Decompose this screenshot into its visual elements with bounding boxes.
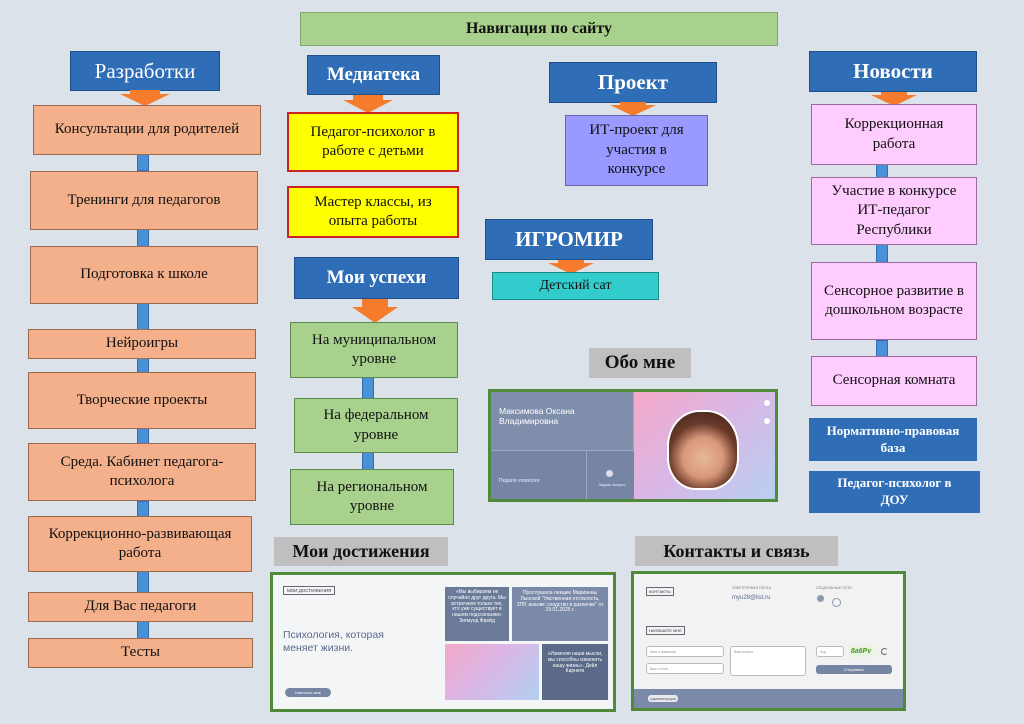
connector [362, 452, 374, 470]
link-municipal[interactable]: На муниципальном уровне [290, 322, 458, 378]
dot-icon [764, 400, 770, 406]
arrow-down-icon [610, 102, 656, 116]
avatar [667, 410, 739, 490]
arrow-down-icon [548, 260, 594, 274]
link-pedagog-dou[interactable]: Педагог-психолог в ДОУ [809, 471, 980, 513]
label-dostizheniya: Мои достижения [274, 537, 448, 566]
header-novosti[interactable]: Новости [809, 51, 977, 92]
refresh-icon[interactable] [881, 648, 888, 655]
link-podgotovka[interactable]: Подготовка к школе [30, 246, 258, 304]
header-razrabotki[interactable]: Разработки [70, 51, 220, 91]
email-label: ЭЛЕКТРОННАЯ ПОЧТА [732, 586, 771, 590]
obo-mne-screenshot[interactable]: Максимова Оксана Владимировна Педагог-пс… [488, 389, 778, 502]
connector [362, 377, 374, 399]
quote-card: Прослушала лекцию Марианны Лынской "Умст… [512, 587, 608, 641]
link-sensornaya-komnata[interactable]: Сенсорная комната [811, 356, 977, 406]
arrow-down-icon [352, 299, 398, 323]
arrow-down-icon [343, 95, 393, 113]
footer-button[interactable]: Администрация [648, 695, 678, 702]
user-icon [606, 470, 613, 477]
social-label: СОЦИАЛЬНЫЕ СЕТИ [816, 586, 852, 590]
profile-role: Педагог-психолог [499, 478, 540, 484]
link-testy[interactable]: Тесты [28, 638, 253, 668]
name-input[interactable]: Имя и фамилия [646, 646, 724, 657]
link-federal[interactable]: На федеральном уровне [294, 398, 458, 453]
link-pedagog-psiholog[interactable]: Педагог-психолог в работе с детьми [287, 112, 459, 172]
quote-card: «Мы выбираем не случайно друг друга. Мы … [445, 587, 509, 641]
link-konkurs[interactable]: Участие в конкурсе ИТ-педагог Республики [811, 177, 977, 245]
connector [137, 501, 149, 517]
connector [137, 357, 149, 373]
link-korrektsionno[interactable]: Коррекционно-развивающая работа [28, 516, 252, 572]
header-igromir[interactable]: ИГРОМИР [485, 219, 653, 260]
header-proekt[interactable]: Проект [549, 62, 717, 103]
connector [137, 428, 149, 444]
message-input[interactable]: Ваш вопрос [730, 646, 806, 676]
email-value[interactable]: myu28@list.ru [732, 595, 771, 601]
link-regional[interactable]: На региональном уровне [290, 469, 454, 525]
arrow-down-icon [871, 92, 917, 106]
link-konsultatsii[interactable]: Консультации для родителей [33, 105, 261, 155]
quote-card: «Изменяя наши мысли, мы способны изменит… [542, 644, 608, 700]
connector [876, 244, 888, 264]
page-title: Навигация по сайту [300, 12, 778, 46]
headline: Психология, которая меняет жизни. [283, 629, 384, 654]
header-uspehi[interactable]: Мои успехи [294, 257, 459, 299]
ask-button[interactable]: Задать вопрос [598, 482, 626, 487]
email-input[interactable]: Ваш e-mail [646, 663, 724, 674]
link-tvorcheskie[interactable]: Творческие проекты [28, 372, 256, 429]
profile-name: Максимова Оксана Владимировна [499, 406, 575, 427]
link-treningi[interactable]: Тренинги для педагогов [30, 171, 258, 230]
connector [137, 229, 149, 247]
form-tag: НАПИШИТЕ МНЕ [646, 626, 685, 635]
send-button[interactable]: Отправить [816, 665, 892, 674]
section-tag: МОИ ДОСТИЖЕНИЯ [283, 586, 336, 595]
dot-icon [764, 418, 770, 424]
arrow-down-icon [120, 90, 170, 106]
captcha-image: 8a6Pv [849, 646, 873, 657]
link-detskiy-sat[interactable]: Детский сат [492, 272, 659, 300]
connector [876, 164, 888, 178]
link-neiroigry[interactable]: Нейроигры [28, 329, 256, 359]
connector [137, 303, 149, 330]
header-mediateka[interactable]: Медиатека [307, 55, 440, 95]
link-sensornoe[interactable]: Сенсорное развитие в дошкольном возрасте [811, 262, 977, 340]
connector [137, 153, 149, 171]
ok-icon[interactable] [832, 598, 841, 607]
connector [137, 571, 149, 593]
section-tag: КОНТАКТЫ [646, 587, 674, 596]
link-korrektsionnaya[interactable]: Коррекционная работа [811, 104, 977, 165]
label-kontakty: Контакты и связь [635, 536, 838, 566]
connector [876, 340, 888, 357]
link-normativno[interactable]: Нормативно-правовая база [809, 418, 977, 461]
link-sreda[interactable]: Среда. Кабинет педагога-психолога [28, 443, 256, 501]
code-input[interactable]: Код [816, 646, 844, 657]
vk-icon[interactable] [817, 595, 824, 602]
kontakty-screenshot[interactable]: КОНТАКТЫ ЭЛЕКТРОННАЯ ПОЧТА myu28@list.ru… [631, 571, 906, 711]
link-it-proekt[interactable]: ИТ-проект для участия в конкурсе [565, 115, 708, 186]
write-me-button[interactable]: Написать мне [285, 688, 331, 697]
dostizheniya-screenshot[interactable]: МОИ ДОСТИЖЕНИЯ Психология, которая меняе… [270, 572, 616, 712]
link-master-klassy[interactable]: Мастер классы, из опыта работы [287, 186, 459, 238]
label-obo-mne: Обо мне [589, 348, 691, 378]
link-dlya-vas[interactable]: Для Вас педагоги [28, 592, 253, 622]
connector [137, 621, 149, 639]
